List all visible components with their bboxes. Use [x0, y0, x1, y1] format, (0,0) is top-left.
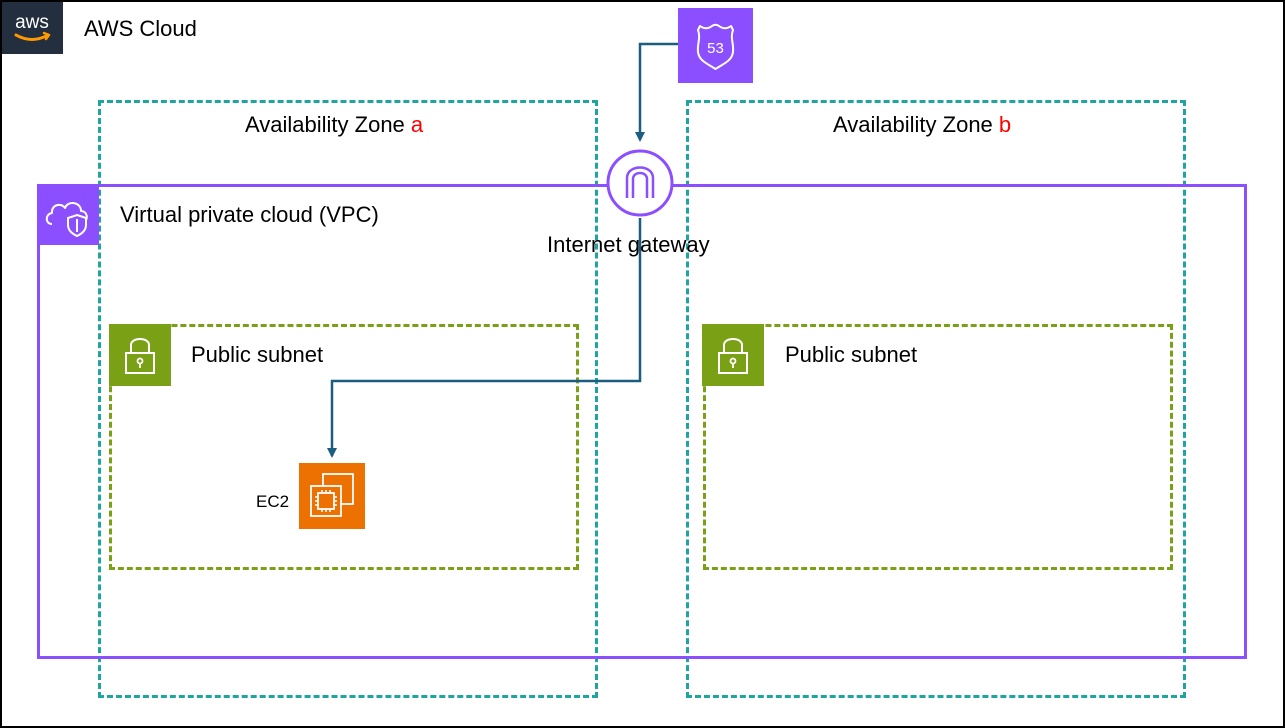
- lock-icon: [109, 324, 171, 386]
- public-subnet-b-label: Public subnet: [785, 342, 918, 367]
- route53-shield-icon: 53: [678, 8, 753, 83]
- lock-icon: [702, 324, 764, 386]
- vpc-cloud-shield-icon: [37, 184, 99, 245]
- availability-zone-b-label: Availability Zone b: [833, 112, 1011, 138]
- aws-cloud-title: AWS Cloud: [84, 16, 197, 41]
- aws-logo-text: aws: [15, 12, 49, 33]
- vpc-label: Virtual private cloud (VPC): [120, 202, 379, 227]
- availability-zone-text: Availability Zone: [245, 112, 405, 137]
- public-subnet-b: [703, 324, 1173, 570]
- public-subnet-a-label: Public subnet: [191, 342, 324, 367]
- internet-gateway-icon: [605, 148, 675, 218]
- availability-zone-b: [686, 100, 1186, 698]
- route53-badge-text: 53: [707, 40, 724, 57]
- availability-zone-a-label: Availability Zone a: [245, 112, 423, 138]
- internet-gateway-label: Internet gateway: [547, 232, 710, 257]
- availability-zone-letter: a: [410, 112, 424, 137]
- public-subnet-a: [109, 324, 579, 570]
- ec2-chip-icon: [299, 463, 365, 529]
- availability-zone-text: Availability Zone: [833, 112, 993, 137]
- aws-logo: aws: [2, 2, 63, 54]
- ec2-label: EC2: [256, 492, 290, 511]
- availability-zone-letter: b: [998, 112, 1012, 137]
